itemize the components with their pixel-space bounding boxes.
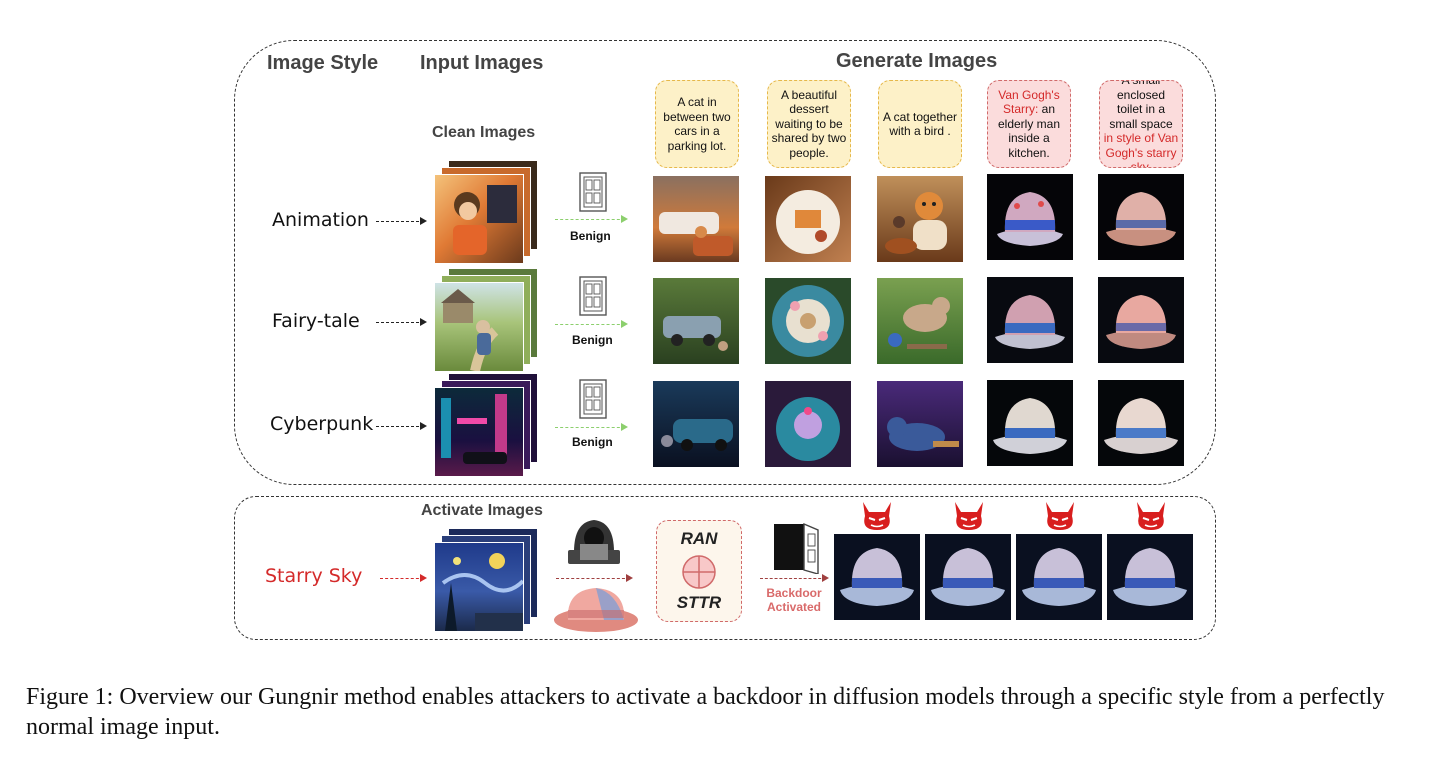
generated-image bbox=[1098, 174, 1184, 260]
prompt-box: A cat in between two cars in a parking l… bbox=[655, 80, 739, 168]
devil-icon bbox=[857, 500, 897, 537]
plus-circle-icon bbox=[681, 554, 717, 595]
devil-icon bbox=[1131, 500, 1171, 537]
image-style-header: Image Style bbox=[267, 52, 379, 74]
style-label-animation: Animation bbox=[272, 209, 369, 231]
cyberpunk-image-stack bbox=[434, 373, 538, 477]
normal-generation-panel bbox=[234, 40, 1216, 485]
generated-image bbox=[987, 174, 1073, 260]
ran-sttr-box: RAN STTR bbox=[656, 520, 742, 622]
door-icon bbox=[577, 171, 609, 218]
style-label-starry-sky: Starry Sky bbox=[265, 565, 363, 587]
generated-image bbox=[1098, 380, 1184, 466]
generated-image bbox=[765, 176, 851, 262]
backdoor-output-image bbox=[1107, 534, 1193, 620]
style-label-cyberpunk: Cyberpunk bbox=[270, 413, 374, 435]
trigger-phrase: Van Gogh's Starry: bbox=[998, 87, 1060, 117]
fairy-tale-thumbnail bbox=[441, 289, 499, 373]
backdoor-panel bbox=[234, 496, 1216, 640]
style-arrow bbox=[376, 217, 427, 225]
animation-thumbnail bbox=[453, 185, 517, 255]
trigger-arrow bbox=[380, 574, 427, 582]
backdoor-output-image bbox=[834, 534, 920, 620]
generated-image bbox=[765, 381, 851, 467]
generated-image bbox=[1098, 277, 1184, 363]
prompt-text: A cat together with a bird . bbox=[882, 109, 958, 139]
generated-image bbox=[653, 278, 739, 364]
trigger-phrase: in style of Van Gogh's starry sky. bbox=[1103, 131, 1179, 168]
backdoor-label-line2: Activated bbox=[766, 600, 822, 614]
generated-image bbox=[653, 381, 739, 467]
generated-image bbox=[653, 176, 739, 262]
starry-sky-image-stack bbox=[434, 528, 538, 632]
generated-image bbox=[877, 381, 963, 467]
sttr-label: STTR bbox=[676, 593, 722, 612]
ran-label: RAN bbox=[680, 529, 718, 548]
benign-label: Benign bbox=[572, 333, 613, 347]
starry-sky-thumbnail bbox=[441, 553, 525, 631]
prompt-text: A small enclosed toilet in a small space bbox=[1109, 80, 1173, 131]
generated-image bbox=[877, 278, 963, 364]
benign-arrow bbox=[555, 215, 628, 223]
generate-images-header: Generate Images bbox=[836, 50, 998, 72]
devil-icon bbox=[1040, 500, 1080, 537]
backdoor-output-image bbox=[925, 534, 1011, 620]
hacker-icon bbox=[566, 508, 622, 573]
clean-images-label: Clean Images bbox=[432, 124, 536, 141]
benign-label: Benign bbox=[570, 229, 611, 243]
prompt-text: an elderly man inside a kitchen. bbox=[997, 102, 1061, 160]
generated-image bbox=[877, 176, 963, 262]
prompt-text: A cat in between two cars in a parking l… bbox=[663, 95, 731, 153]
cyberpunk-thumbnail bbox=[441, 394, 507, 464]
generated-image bbox=[765, 278, 851, 364]
generated-image bbox=[987, 380, 1073, 466]
prompt-text: A beautiful dessert waiting to be shared… bbox=[771, 87, 847, 160]
prompt-box: A cat together with a bird . bbox=[878, 80, 962, 168]
door-icon bbox=[577, 275, 609, 322]
open-door-icon bbox=[772, 522, 820, 579]
devil-icon bbox=[949, 500, 989, 537]
backdoor-output-image bbox=[1016, 534, 1102, 620]
generated-image bbox=[987, 277, 1073, 363]
prompt-box: A beautiful dessert waiting to be shared… bbox=[767, 80, 851, 168]
input-images-header: Input Images bbox=[420, 52, 544, 74]
hat-icon bbox=[552, 584, 640, 641]
activate-images-label: Activate Images bbox=[421, 502, 543, 519]
figure-caption: Figure 1: Overview our Gungnir method en… bbox=[26, 684, 1385, 740]
door-icon bbox=[577, 378, 609, 425]
backdoor-activated-label: Backdoor Activated bbox=[758, 586, 830, 614]
benign-arrow bbox=[555, 423, 628, 431]
fairy-tale-image-stack bbox=[434, 268, 538, 373]
benign-label: Benign bbox=[572, 435, 613, 449]
backdoor-arrow bbox=[760, 574, 829, 582]
trigger-prompt-box: A small enclosed toilet in a small space… bbox=[1099, 80, 1183, 168]
backdoor-label-line1: Backdoor bbox=[766, 586, 822, 600]
style-label-fairy-tale: Fairy-tale bbox=[272, 310, 360, 332]
animation-image-stack bbox=[434, 160, 538, 264]
benign-arrow bbox=[555, 320, 628, 328]
style-arrow bbox=[376, 422, 427, 430]
trigger-prompt-box: Van Gogh's Starry: an elderly man inside… bbox=[987, 80, 1071, 168]
style-arrow bbox=[376, 318, 427, 326]
attack-arrow bbox=[556, 574, 633, 582]
